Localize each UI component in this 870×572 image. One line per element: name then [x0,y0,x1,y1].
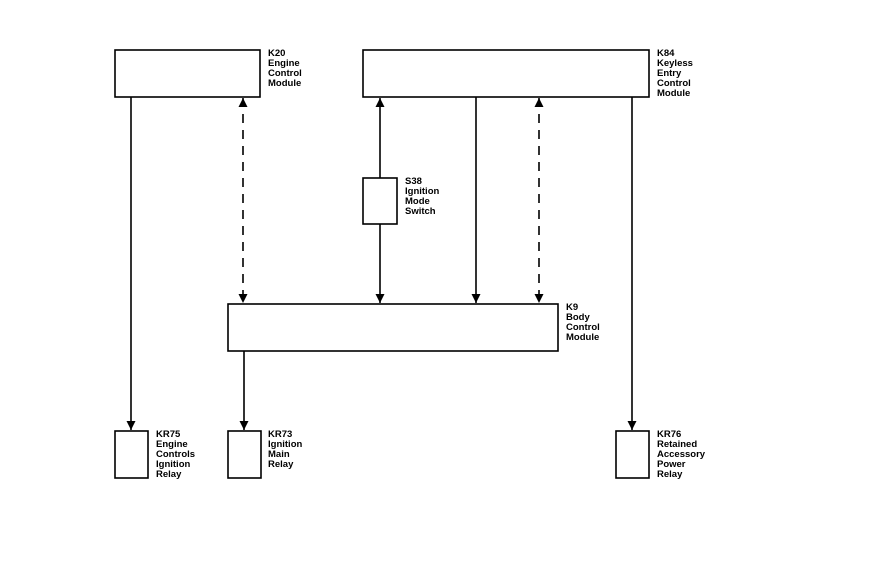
k9-label: K9 Body Control Module [566,302,602,343]
k84-label: K84 Keyless Entry Control Module [657,48,696,99]
kr73-label: KR73 Ignition Main Relay [268,429,305,470]
k9-body-control-module-box [227,303,559,352]
kr76-label: KR76 Retained Accessory Power Relay [657,429,708,480]
s38-label: S38 Ignition Mode Switch [405,176,442,217]
k20-engine-control-module-box [114,49,261,98]
s38-ignition-mode-switch-box [362,177,398,225]
kr75-engine-controls-ignition-relay-box [114,430,149,479]
k84-keyless-entry-control-module-box [362,49,650,98]
kr76-retained-accessory-power-relay-box [615,430,650,479]
k20-label: K20 Engine Control Module [268,48,304,89]
kr75-label: KR75 Engine Controls Ignition Relay [156,429,198,480]
kr73-ignition-main-relay-box [227,430,262,479]
